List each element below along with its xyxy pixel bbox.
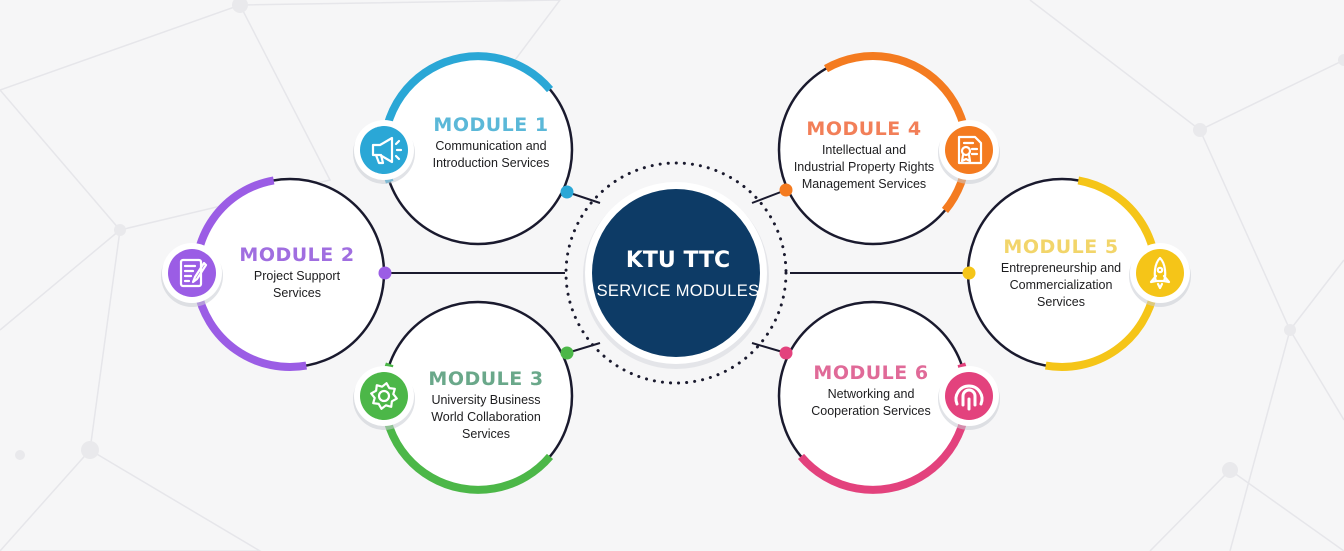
module-4-title: MODULE 4 — [806, 118, 922, 140]
module-5-connector-dot — [962, 266, 976, 280]
module-2-description-line: Services — [273, 286, 321, 300]
center-label: KTU TTC SERVICE MODULES — [590, 247, 766, 303]
module-5-description-line: Commercialization — [1009, 278, 1113, 292]
module-3-description-line: Services — [462, 427, 510, 441]
module-5-title: MODULE 5 — [1003, 236, 1119, 258]
module-4-description-line: Management Services — [801, 177, 927, 191]
module-3-title: MODULE 3 — [428, 368, 544, 390]
module-2-description-line: Project Support — [253, 269, 341, 283]
module-1-badge-fill — [360, 126, 408, 174]
module-5-description-line: Services — [1037, 295, 1085, 309]
document-edit-icon — [179, 258, 208, 288]
module-2-title: MODULE 2 — [239, 244, 355, 266]
module-6-description-line: Cooperation Services — [811, 404, 931, 418]
module-4-connector-dot — [779, 183, 793, 197]
module-3-connector-dot — [560, 346, 574, 360]
megaphone-icon — [371, 136, 403, 165]
module-4-description-line: Intellectual and — [821, 143, 907, 157]
module-2-badge-fill — [168, 249, 216, 297]
module-2-connector-dot — [378, 266, 392, 280]
module-1-description-line: Communication and — [435, 139, 547, 153]
gear-icon — [370, 382, 398, 410]
center-subtitle: SERVICE MODULES — [596, 282, 760, 300]
module-5-description-line: Entrepreneurship and — [1000, 261, 1122, 275]
module-3-description-line: University Business — [431, 393, 541, 407]
module-6-connector-dot — [779, 346, 793, 360]
center-dotted-ring — [564, 161, 788, 385]
rocket-icon — [1149, 256, 1171, 290]
module-1-title: MODULE 1 — [433, 114, 549, 136]
center-disc — [592, 189, 760, 357]
certificate-icon — [957, 135, 983, 165]
center-title: KTU TTC — [625, 248, 731, 273]
module-3-badge-fill — [360, 372, 408, 420]
module-6-badge-fill — [945, 372, 993, 420]
network-icon — [954, 384, 984, 411]
module-1-description-line: Introduction Services — [432, 156, 550, 170]
module-6-description-line: Networking and — [827, 387, 915, 401]
module-4-description-line: Industrial Property Rights — [793, 160, 935, 174]
module-1-connector-dot — [560, 185, 574, 199]
module-3-description-line: World Collaboration — [431, 410, 541, 424]
module-6-title: MODULE 6 — [813, 362, 929, 384]
